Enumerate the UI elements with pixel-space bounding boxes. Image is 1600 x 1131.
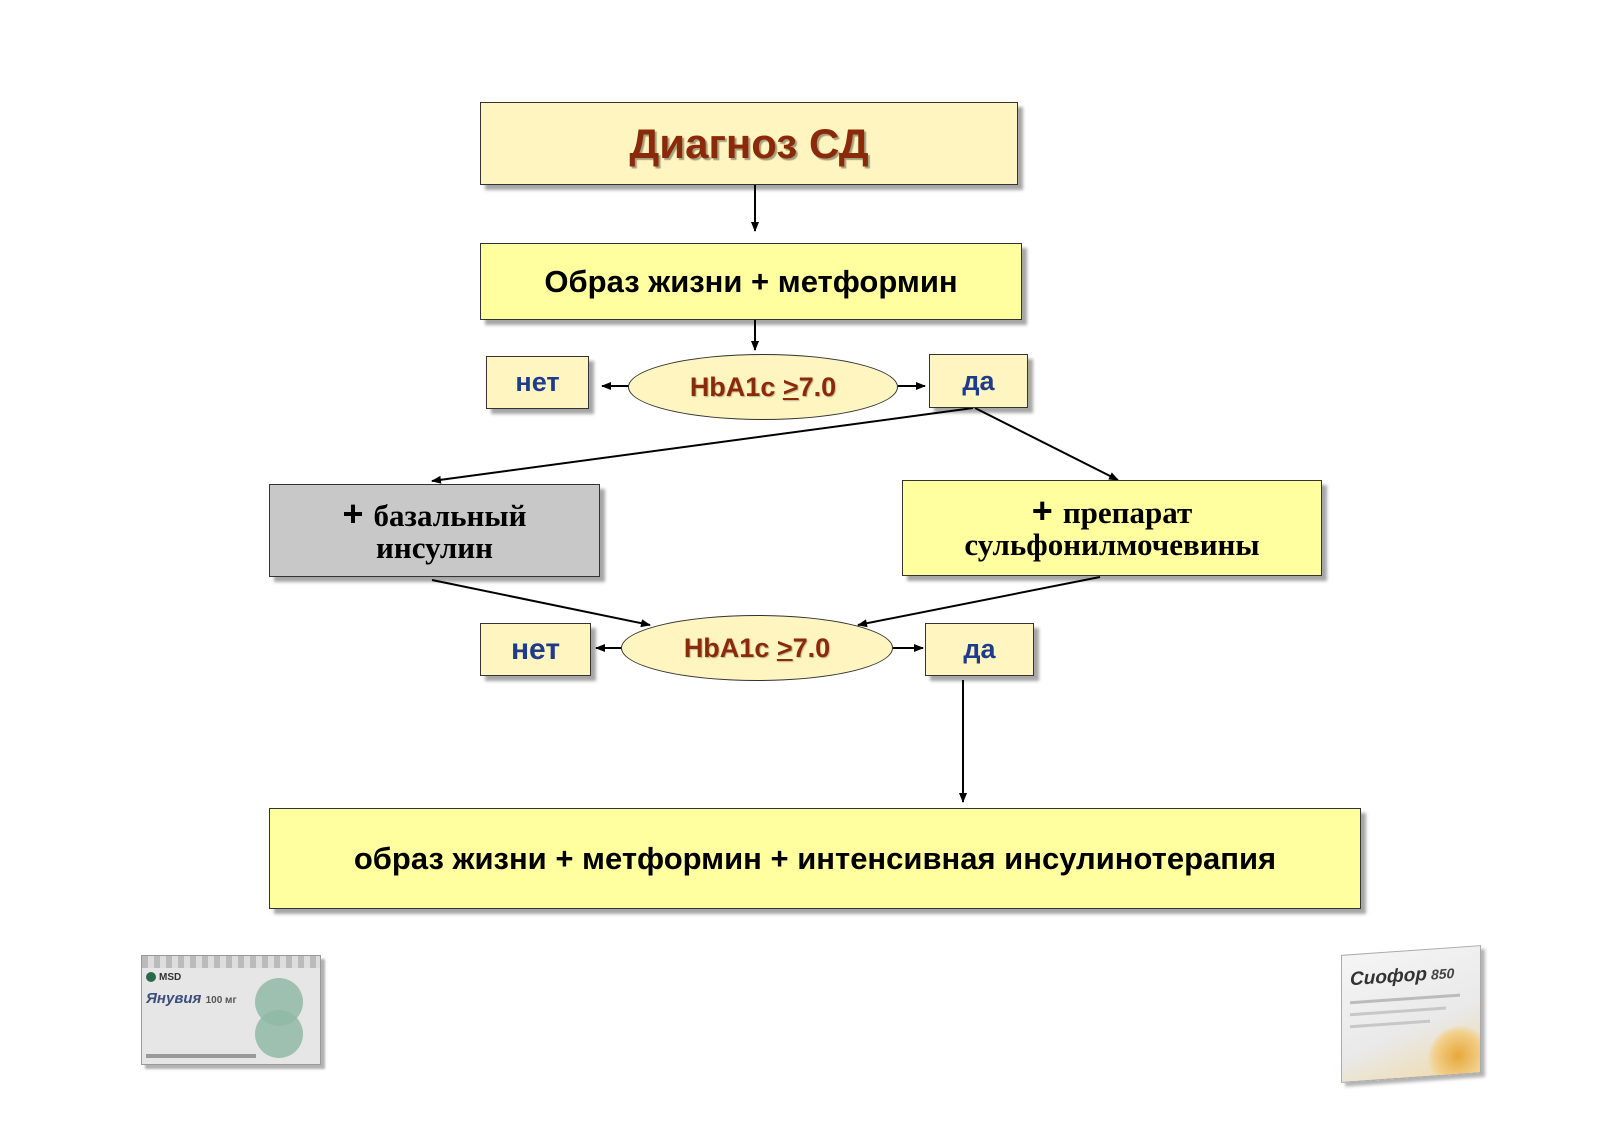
- yes-box-1: да: [929, 354, 1028, 408]
- sulfonylurea-label: +препарат сульфонилмочевины: [964, 490, 1260, 562]
- januvia-circles-icon: [245, 978, 315, 1058]
- januvia-name: Янувия: [146, 990, 202, 1007]
- final-therapy-box: образ жизни + метформин + интенсивная ин…: [269, 808, 1361, 909]
- yes-box-2: да: [925, 623, 1034, 676]
- januvia-brand: MSD: [159, 972, 182, 983]
- basal-insulin-label: +базальный инсулин: [342, 492, 527, 565]
- no-box-2: нет: [480, 623, 591, 676]
- arrow-sulfonyl-to-condition2: [857, 576, 1101, 628]
- no-box-1: нет: [486, 356, 589, 409]
- yes-label-2: да: [963, 634, 996, 664]
- hba1c-condition-2-label: HbA1c >7.0: [683, 632, 831, 663]
- lifestyle-metformin-label: Образ жизни + метформин: [544, 263, 958, 299]
- no-label-2: нет: [510, 632, 561, 666]
- final-therapy-label: образ жизни + метформин + интенсивная ин…: [353, 840, 1277, 876]
- arrow-insulin-to-condition2: [431, 579, 651, 628]
- msd-logo-icon: [146, 972, 156, 983]
- diagnosis-box: Диагноз СД: [480, 102, 1018, 185]
- lifestyle-metformin-box: Образ жизни + метформин: [480, 243, 1022, 320]
- januvia-pack-image: MSD Янувия 100 мг: [141, 955, 321, 1065]
- siofor-name: Сиофор: [1350, 963, 1427, 991]
- siofor-dose: 850: [1430, 964, 1455, 983]
- diagnosis-title: Диагноз СД: [629, 119, 869, 167]
- arrow-yes1-to-sulfonyl: [974, 407, 1119, 481]
- arrow-yes1-to-insulin: [431, 407, 974, 484]
- sulfonylurea-box: +препарат сульфонилмочевины: [902, 480, 1322, 576]
- yes-label-1: да: [962, 365, 995, 396]
- no-label-1: нет: [515, 367, 560, 397]
- januvia-dose: 100 мг: [205, 995, 237, 1006]
- basal-insulin-box: +базальный инсулин: [269, 484, 600, 577]
- hba1c-condition-1-label: HbA1c >7.0: [689, 371, 837, 402]
- hba1c-condition-2: HbA1c >7.0: [621, 615, 893, 681]
- hba1c-condition-1: HbA1c >7.0: [628, 354, 898, 420]
